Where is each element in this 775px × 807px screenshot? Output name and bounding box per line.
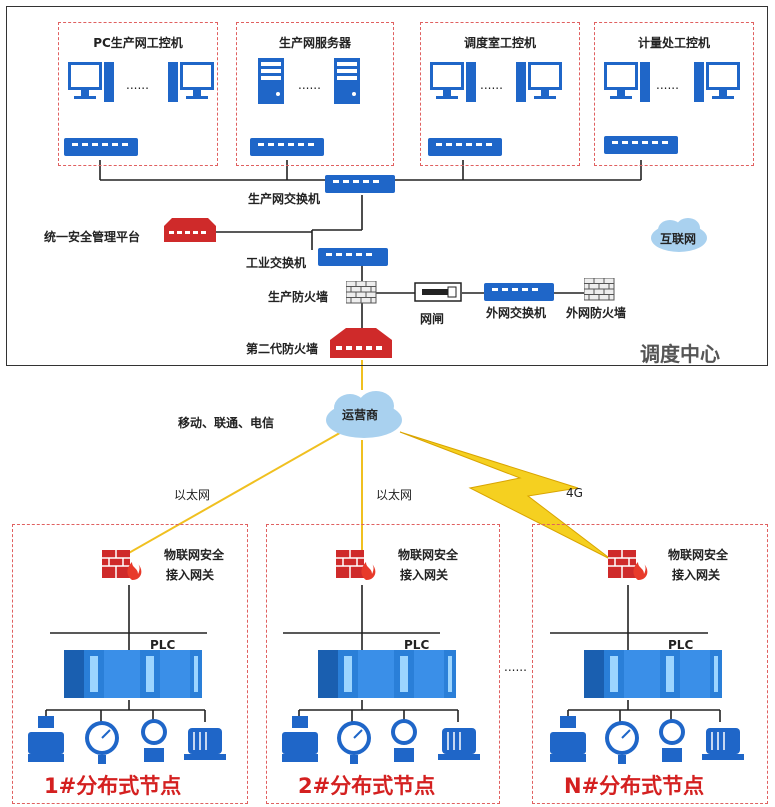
gatekeeper-label: 网闸 — [420, 312, 445, 326]
plc-icon — [64, 650, 202, 698]
dots-dispatch: ...... — [480, 78, 503, 92]
production-firewall-label: 生产防火墙 — [268, 290, 329, 304]
gateway-label-line1: 物联网安全 — [398, 548, 459, 562]
transmitter-icon — [391, 719, 417, 762]
plc-label: PLC — [150, 638, 176, 652]
iot-gateway-icon — [336, 550, 376, 580]
dots-server: ...... — [298, 78, 321, 92]
gateway-label-line2: 接入网关 — [400, 568, 449, 582]
switch-icon — [64, 138, 138, 156]
dots-pc: ...... — [126, 78, 149, 92]
external-firewall-label: 外网防火墙 — [566, 306, 627, 320]
production-switch-label: 生产网交换机 — [248, 192, 321, 206]
carrier-label: 运营商 — [342, 408, 379, 422]
switch-icon — [428, 138, 502, 156]
plc-icon — [318, 650, 456, 698]
motor-icon — [438, 728, 480, 760]
pressure-gauge-icon — [605, 721, 639, 764]
dispatch-center-box — [6, 6, 768, 366]
link-label-ethernet-2: 以太网 — [376, 488, 413, 502]
internet-cloud-icon — [651, 218, 707, 252]
gateway-label-line1: 物联网安全 — [164, 548, 225, 562]
monitor-icon — [694, 62, 740, 102]
node-title-1: 1#分布式节点 — [44, 774, 182, 798]
switch-icon — [604, 136, 678, 154]
industrial-switch-icon — [318, 248, 388, 266]
external-switch-icon — [484, 283, 554, 301]
dots-metering: ...... — [656, 78, 679, 92]
carrier-providers-label: 移动、联通、电信 — [178, 416, 275, 430]
group-title-pc: PC生产网工控机 — [93, 36, 183, 50]
node-box-1 — [12, 524, 248, 804]
pressure-gauge-icon — [85, 721, 119, 764]
plc-label: PLC — [404, 638, 430, 652]
flowmeter-icon — [550, 716, 586, 762]
monitor-icon — [430, 62, 476, 102]
nodes-ellipsis: ...... — [504, 660, 527, 674]
group-title-metering: 计量处工控机 — [637, 36, 710, 50]
node-title-n: N#分布式节点 — [564, 774, 705, 798]
gateway-label-line1: 物联网安全 — [668, 548, 729, 562]
node-box-n — [532, 524, 768, 804]
group-title-dispatch-room: 调度室工控机 — [463, 36, 536, 50]
monitor-icon — [516, 62, 562, 102]
node-title-2: 2#分布式节点 — [298, 774, 436, 798]
server-icon — [334, 58, 360, 104]
production-switch-icon — [325, 175, 395, 193]
firewall-icon — [346, 281, 377, 304]
security-platform-label: 统一安全管理平台 — [44, 230, 141, 244]
group-box-server — [236, 22, 394, 166]
flowmeter-icon — [28, 716, 64, 762]
monitor-icon — [68, 62, 114, 102]
transmitter-icon — [141, 719, 167, 762]
motor-icon — [702, 728, 744, 760]
iot-gateway-icon — [608, 550, 648, 580]
pressure-gauge-icon — [337, 721, 371, 764]
group-title-server: 生产网服务器 — [278, 36, 351, 50]
group-box-dispatch-room — [420, 22, 580, 166]
link-label-4g: 4G — [566, 486, 583, 500]
firewall-icon — [584, 278, 615, 301]
iot-gateway-icon — [102, 550, 142, 580]
gatekeeper-icon — [414, 282, 462, 302]
monitor-icon — [168, 62, 214, 102]
security-platform-icon — [164, 218, 216, 242]
second-gen-firewall-icon — [330, 328, 392, 358]
node-box-2 — [266, 524, 500, 804]
transmitter-icon — [659, 719, 685, 762]
link-label-ethernet-1: 以太网 — [174, 488, 211, 502]
internet-label: 互联网 — [660, 232, 697, 246]
server-icon — [258, 58, 284, 104]
plc-icon — [584, 650, 722, 698]
industrial-switch-label: 工业交换机 — [246, 256, 307, 270]
group-box-metering — [594, 22, 754, 166]
plc-label: PLC — [668, 638, 694, 652]
gateway-label-line2: 接入网关 — [672, 568, 721, 582]
monitor-icon — [604, 62, 650, 102]
carrier-cloud-icon — [326, 391, 402, 438]
group-box-pc — [58, 22, 218, 166]
switch-icon — [250, 138, 324, 156]
external-switch-label: 外网交换机 — [486, 306, 547, 320]
gateway-label-line2: 接入网关 — [166, 568, 215, 582]
motor-icon — [184, 728, 226, 760]
second-gen-firewall-label: 第二代防火墙 — [246, 342, 319, 356]
flowmeter-icon — [282, 716, 318, 762]
dispatch-center-title: 调度中心 — [640, 342, 720, 366]
